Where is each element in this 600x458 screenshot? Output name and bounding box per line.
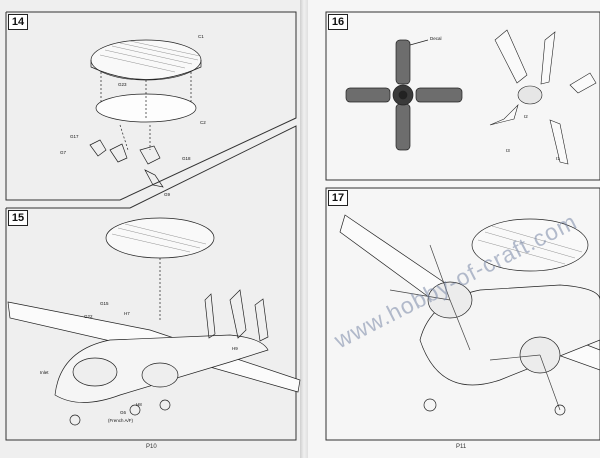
label-decal: Decal (430, 36, 442, 41)
step-number-17: 17 (328, 190, 348, 206)
radome-exploded-view (89, 39, 202, 188)
aircraft-assembly-15 (7, 217, 301, 426)
label-g15: G15 (100, 301, 109, 306)
step-17-frame (325, 187, 600, 441)
label-inlet: Inlet (40, 370, 49, 375)
label-g17: G17 (70, 134, 79, 139)
step-15-labels: G15 G22 H7 H9 Inlet H8 G6 (French A/F) (40, 301, 238, 423)
label-g23: G23 (118, 82, 127, 87)
label-french: (French A/F) (108, 418, 134, 423)
step-14-labels: C1 G23 C2 G17 G7 G18 G9 (60, 34, 206, 197)
label-c1: C1 (198, 34, 204, 39)
step-number-16: 16 (328, 14, 348, 30)
step-16-frame (325, 11, 600, 181)
label-c2: C2 (200, 120, 206, 125)
step-number-14: 14 (8, 14, 28, 30)
step-16-labels: Decal I2 I3 I1 (430, 36, 560, 161)
page-number-right: P11 (456, 444, 467, 450)
page-number-left: P10 (146, 444, 157, 450)
label-h8: H8 (136, 402, 142, 407)
step-number-15: 15 (8, 210, 28, 226)
label-g18: G18 (182, 156, 191, 161)
step-14-frame (5, 11, 297, 201)
label-h7: H7 (124, 311, 130, 316)
label-i1: I1 (556, 156, 560, 161)
label-g9: G9 (164, 192, 171, 197)
label-g6: G6 (120, 410, 127, 415)
label-h9: H9 (232, 346, 238, 351)
label-g22: G22 (84, 314, 93, 319)
step-15-frame (5, 125, 297, 441)
aircraft-assembly-17 (339, 214, 600, 416)
label-g7: G7 (60, 150, 67, 155)
page-gutter (300, 0, 310, 458)
label-i2: I2 (524, 114, 528, 119)
propeller-assembled (345, 39, 463, 151)
propeller-exploded (489, 29, 597, 165)
label-i3: I3 (506, 148, 510, 153)
